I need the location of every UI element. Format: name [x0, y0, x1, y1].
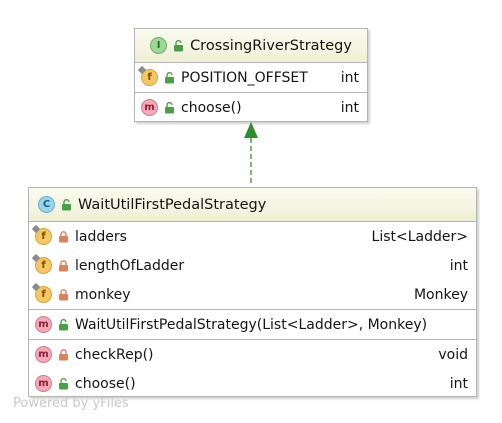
method-return-type: int	[340, 99, 359, 116]
constructor-signature: WaitUtilFirstPedalStrategy(List<Ladder>,…	[75, 316, 428, 333]
class-name: WaitUtilFirstPedalStrategy	[78, 196, 267, 213]
class-node-header: C WaitUtilFirstPedalStrategy	[29, 188, 476, 222]
field-name: monkey	[75, 286, 131, 303]
class-fields-section: f ladders List<Ladder> f lengthOfLadder …	[29, 222, 476, 310]
class-method-row[interactable]: m choose() int	[29, 369, 476, 398]
interface-field-row[interactable]: f POSITION_OFFSET int	[135, 63, 367, 92]
method-icon: m	[141, 99, 158, 116]
interface-kind-icon: I	[150, 37, 168, 54]
class-field-row[interactable]: f lengthOfLadder int	[29, 251, 476, 280]
class-field-row[interactable]: f ladders List<Ladder>	[29, 222, 476, 251]
interface-method-row[interactable]: m choose() int	[135, 93, 367, 122]
yfiles-watermark: Powered by yFiles	[13, 396, 129, 411]
class-methods-section: m checkRep() void m choose() int	[29, 340, 476, 398]
method-icon: m	[35, 316, 52, 333]
field-name: lengthOfLadder	[75, 257, 185, 274]
field-name: ladders	[75, 228, 127, 245]
field-name: POSITION_OFFSET	[181, 69, 308, 86]
interface-methods-section: m choose() int	[135, 93, 367, 122]
realization-arrowhead	[244, 122, 258, 138]
class-constructors-section: m WaitUtilFirstPedalStrategy(List<Ladder…	[29, 310, 476, 340]
method-return-type: int	[449, 375, 468, 392]
private-visibility-icon	[59, 259, 68, 271]
field-icon: f	[31, 224, 52, 245]
field-type: Monkey	[413, 286, 468, 303]
method-return-type: void	[438, 346, 468, 363]
class-constructor-row[interactable]: m WaitUtilFirstPedalStrategy(List<Ladder…	[29, 310, 476, 339]
public-visibility-icon	[165, 101, 174, 113]
private-visibility-icon	[59, 348, 68, 360]
class-kind-icon: C	[38, 196, 55, 213]
field-type: int	[340, 69, 359, 86]
method-icon: m	[35, 346, 52, 363]
interface-node-crossing-river-strategy[interactable]: I CrossingRiverStrategy f POSITION_OFFSE…	[134, 28, 368, 122]
field-icon: f	[137, 65, 158, 86]
class-method-row[interactable]: m checkRep() void	[29, 340, 476, 369]
interface-name: CrossingRiverStrategy	[190, 37, 352, 54]
interface-fields-section: f POSITION_OFFSET int	[135, 63, 367, 93]
private-visibility-icon	[59, 230, 68, 242]
field-type: int	[449, 257, 468, 274]
method-name: checkRep()	[75, 346, 154, 363]
public-visibility-icon	[165, 71, 174, 83]
method-name: choose()	[181, 99, 242, 116]
field-type: List<Ladder>	[371, 228, 468, 245]
interface-node-header: I CrossingRiverStrategy	[135, 29, 367, 63]
class-node-wait-util-first-pedal-strategy[interactable]: C WaitUtilFirstPedalStrategy f ladders L…	[28, 187, 477, 397]
method-name: choose()	[75, 375, 136, 392]
public-visibility-icon	[62, 198, 71, 210]
field-icon: f	[31, 253, 52, 274]
field-icon: f	[31, 282, 52, 303]
class-field-row[interactable]: f monkey Monkey	[29, 280, 476, 309]
public-visibility-icon	[174, 39, 184, 51]
public-visibility-icon	[59, 318, 68, 330]
method-icon: m	[35, 375, 52, 392]
public-visibility-icon	[59, 377, 68, 389]
private-visibility-icon	[59, 288, 68, 300]
